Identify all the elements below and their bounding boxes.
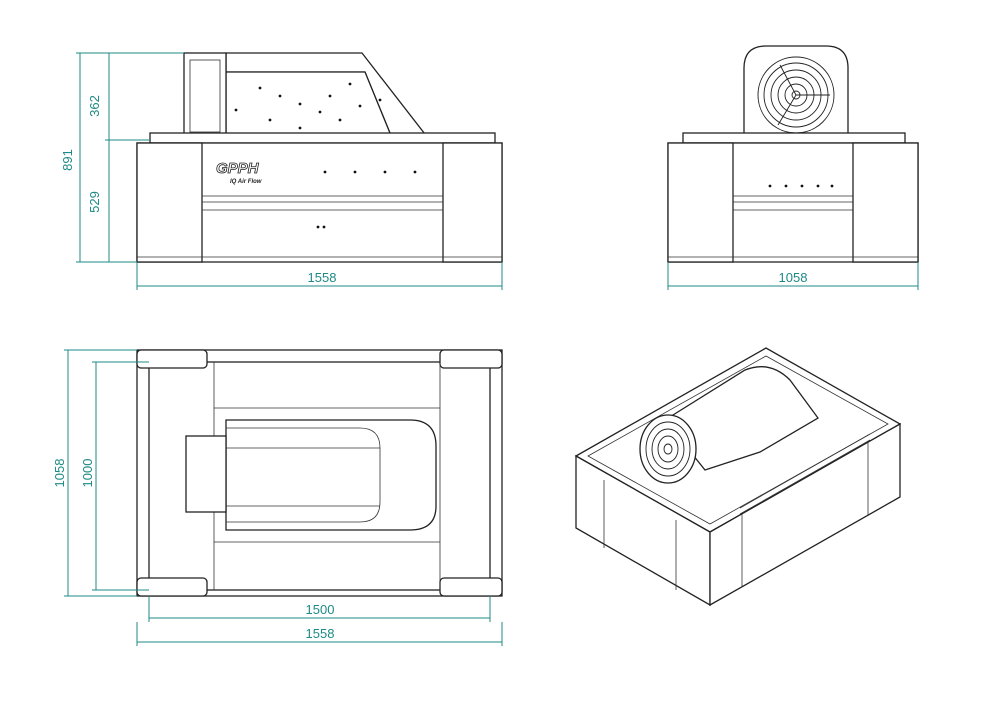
dim-top-width-outer: 1558 — [306, 626, 335, 641]
dim-front-top-height: 362 — [87, 95, 102, 117]
dim-top-depth-outer: 1058 — [52, 459, 67, 488]
fan-flange-top — [185, 435, 227, 513]
iso-fan-grille — [639, 414, 697, 484]
dim-front-base-height: 529 — [87, 191, 102, 213]
dim-front-width: 1558 — [308, 270, 337, 285]
duct-top-outline — [225, 419, 437, 531]
isometric-view — [574, 347, 902, 607]
front-view: GPPH IQ Air Flow — [136, 52, 503, 263]
side-view — [667, 45, 919, 263]
duct-side-panel — [225, 71, 393, 139]
brand-logo: GPPH — [216, 160, 260, 177]
dim-top-width-inner: 1500 — [306, 602, 335, 617]
top-view — [136, 349, 503, 597]
right-leg-panel — [442, 142, 503, 263]
dim-front-total-height: 891 — [60, 149, 75, 171]
iso-right-face — [709, 422, 901, 607]
dim-top-depth-inner: 1000 — [80, 459, 95, 488]
fan-housing — [743, 45, 849, 139]
front-dimensions: 362 891 529 1558 — [60, 52, 503, 290]
iso-duct — [664, 366, 819, 471]
left-leg-panel — [136, 142, 203, 263]
side-dimensions: 1058 — [667, 262, 919, 290]
dim-side-width: 1058 — [779, 270, 808, 285]
top-plate — [149, 132, 496, 144]
front-rivets — [234, 82, 417, 229]
top-dimensions: 1058 1000 1500 1558 — [52, 349, 503, 646]
brand-tagline: IQ Air Flow — [230, 179, 262, 185]
